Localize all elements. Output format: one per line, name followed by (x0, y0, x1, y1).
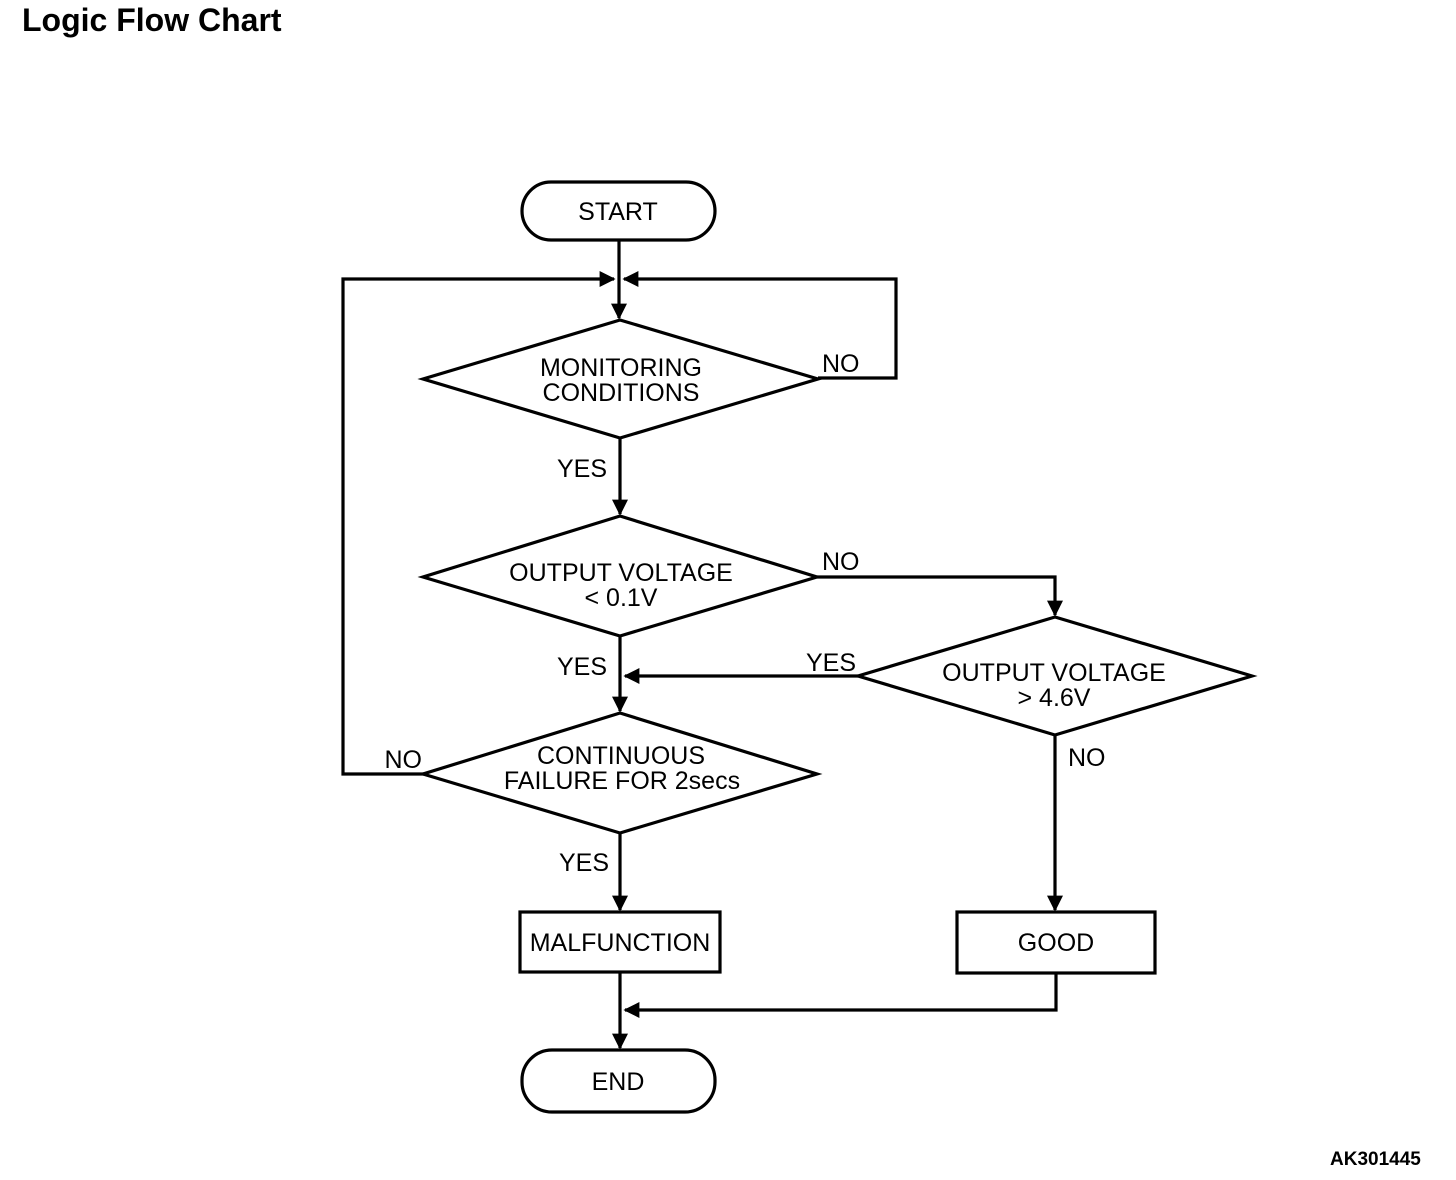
monitoring-diamond-shape (417, 318, 824, 440)
malfunction-label: MALFUNCTION (530, 929, 711, 957)
output-high-diamond-shape (852, 615, 1258, 737)
continuous-diamond-shape (417, 711, 823, 835)
output-voltage-low-decision: OUTPUT VOLTAGE < 0.1V (417, 514, 823, 638)
start-node: START (520, 180, 717, 242)
label-output-high-no: NO (1068, 744, 1106, 772)
label-continuous-no: NO (385, 746, 423, 774)
label-monitoring-no: NO (822, 350, 860, 378)
output-voltage-high-decision: OUTPUT VOLTAGE > 4.6V (852, 615, 1258, 737)
malfunction-node: MALFUNCTION (518, 910, 722, 974)
good-label: GOOD (1018, 929, 1094, 957)
monitoring-label-line2: CONDITIONS (543, 379, 700, 407)
start-terminator-shape (520, 180, 717, 242)
label-output-low-yes: YES (557, 653, 607, 681)
label-monitoring-yes: YES (557, 455, 607, 483)
end-node: END (520, 1048, 717, 1114)
label-continuous-yes: YES (559, 849, 609, 877)
edge-continuous-no-loop (341, 271, 616, 776)
output-high-label-line2: > 4.6V (1018, 684, 1091, 712)
end-label: END (592, 1068, 645, 1096)
page-title: Logic Flow Chart (22, 2, 282, 38)
label-output-high-yes: YES (806, 649, 856, 677)
malfunction-process-shape (518, 910, 722, 974)
output-high-label-line1: OUTPUT VOLTAGE (942, 659, 1166, 687)
continuous-label-line1: CONTINUOUS (537, 742, 705, 770)
good-node: GOOD (955, 910, 1157, 975)
edge-good-to-end (623, 973, 1058, 1018)
label-output-low-no: NO (822, 548, 860, 576)
monitoring-conditions-decision: MONITORING CONDITIONS (417, 318, 824, 440)
output-low-diamond-shape (417, 514, 823, 638)
end-terminator-shape (520, 1048, 717, 1114)
continuous-failure-decision: CONTINUOUS FAILURE FOR 2secs (417, 711, 823, 835)
edge-outputlow-no (817, 575, 1063, 617)
monitoring-label-line1: MONITORING (540, 354, 702, 382)
start-label: START (578, 198, 658, 226)
output-low-label-line1: OUTPUT VOLTAGE (509, 559, 733, 587)
continuous-label-line2: FAILURE FOR 2secs (504, 767, 740, 795)
good-process-shape (955, 910, 1157, 975)
edge-monitoring-no-loop (622, 271, 898, 380)
output-low-label-line2: < 0.1V (585, 584, 658, 612)
figure-code: AK301445 (1330, 1149, 1421, 1170)
